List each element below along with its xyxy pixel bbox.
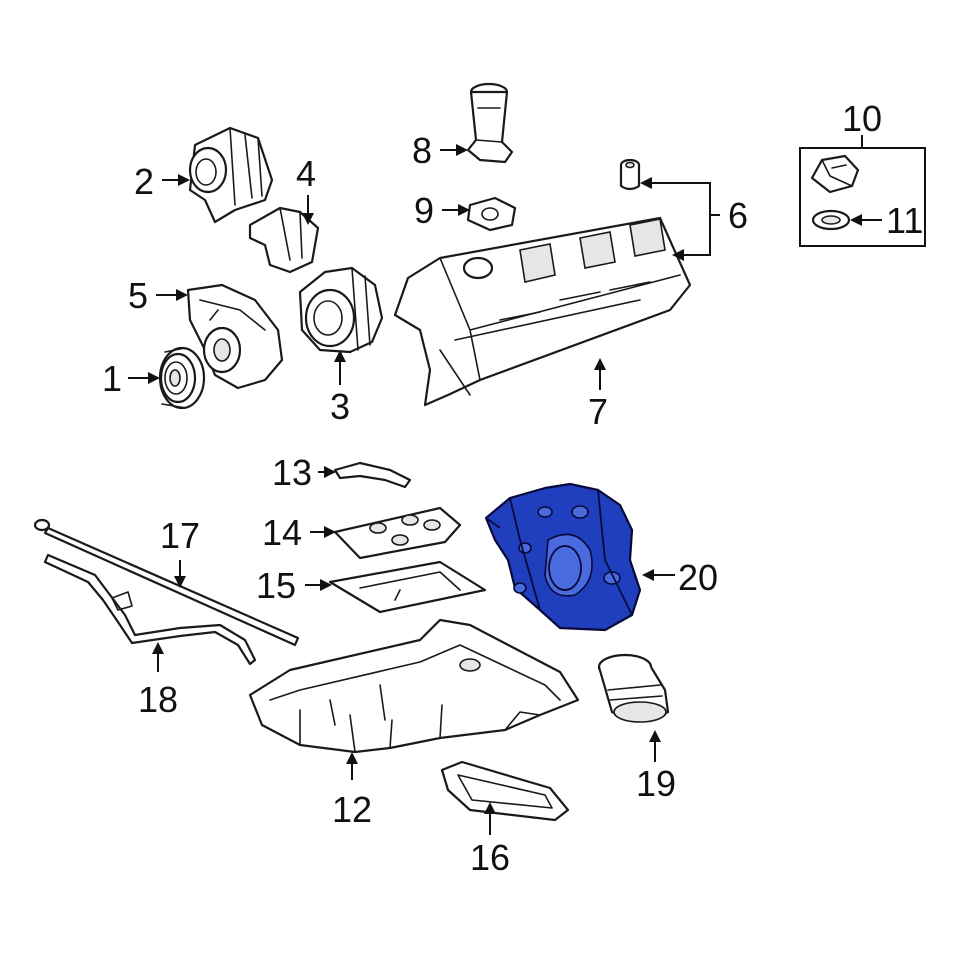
callout-19: 19 <box>636 763 676 804</box>
part-17-dipstick[interactable] <box>33 518 300 647</box>
callout-1: 1 <box>102 358 122 399</box>
callout-14: 14 <box>262 512 302 553</box>
callout-2: 2 <box>134 161 154 202</box>
part-7-valve-cover[interactable] <box>393 216 692 407</box>
callout-11: 11 <box>886 200 923 241</box>
callout-12: 12 <box>332 789 372 830</box>
part-5-timing-cover[interactable] <box>186 283 284 390</box>
part-4-bracket[interactable] <box>248 206 320 274</box>
part-19-oil-filter[interactable] <box>597 653 670 723</box>
part-9-gasket[interactable] <box>466 196 517 232</box>
callout-8: 8 <box>412 130 432 171</box>
part-13-baffle[interactable] <box>333 461 412 489</box>
callout-18: 18 <box>138 679 178 720</box>
part-2-alternator[interactable] <box>188 126 274 224</box>
callout-5: 5 <box>128 275 148 316</box>
part-8-oil-filler[interactable] <box>466 82 514 164</box>
callout-20: 20 <box>678 557 718 598</box>
callout-13: 13 <box>272 452 312 493</box>
callout-7: 7 <box>588 391 608 432</box>
callout-3: 3 <box>330 386 350 427</box>
callout-9: 9 <box>414 190 434 231</box>
part-11-cap-seal[interactable] <box>811 209 851 231</box>
part-15-baffle-plate[interactable] <box>328 560 487 614</box>
part-18-dipstick-tube[interactable] <box>43 553 257 666</box>
part-3-compressor[interactable] <box>298 266 384 354</box>
part-6-grommet[interactable] <box>619 158 641 191</box>
part-10-inset <box>799 135 926 247</box>
part-12-oil-pan[interactable] <box>248 618 580 754</box>
callout-15: 15 <box>256 565 296 606</box>
callout-10: 10 <box>842 98 882 139</box>
callout-17: 17 <box>160 515 200 556</box>
callout-4: 4 <box>296 153 316 194</box>
part-10-filler-cap[interactable] <box>810 154 860 194</box>
part-1-pulley[interactable] <box>158 346 206 410</box>
part-16-pan-gasket[interactable] <box>440 760 570 822</box>
callout-6: 6 <box>728 195 748 236</box>
callout-labels: 1 2 3 4 5 6 7 8 9 10 11 12 13 14 15 16 1… <box>102 98 923 878</box>
part-20-oil-pump[interactable] <box>484 482 642 632</box>
leader-lines <box>128 144 882 835</box>
callout-16: 16 <box>470 837 510 878</box>
part-14-plate[interactable] <box>333 506 462 560</box>
